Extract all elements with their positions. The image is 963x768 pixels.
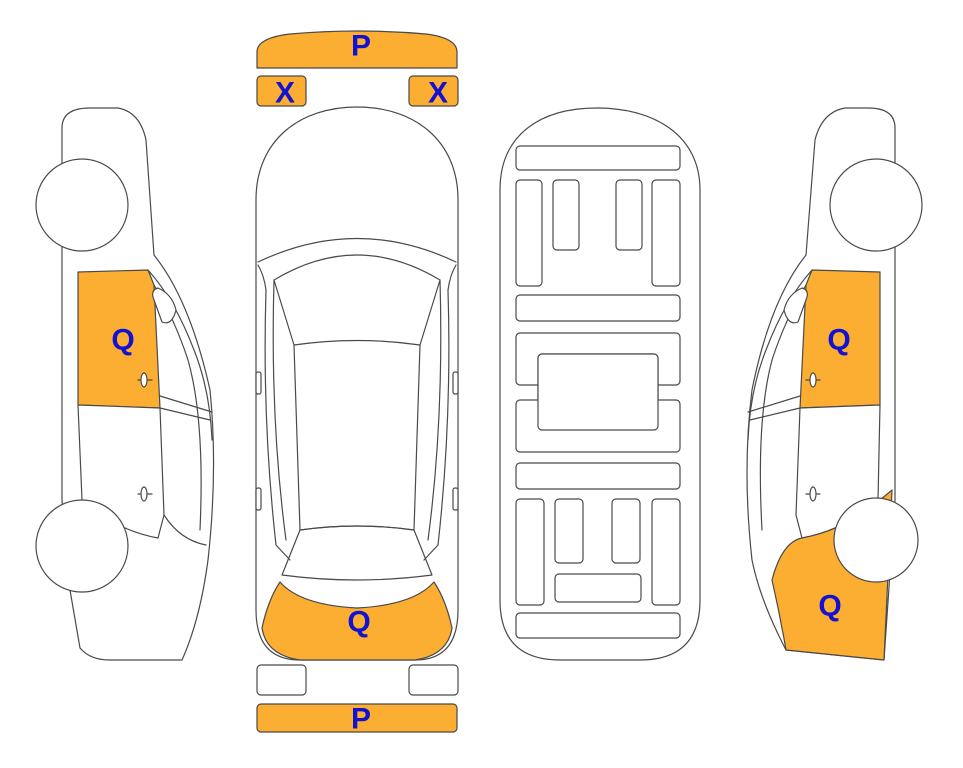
- right-front-wheel[interactable]: [829, 158, 923, 252]
- front-bumper-label: P: [351, 30, 371, 63]
- right-rear-quarter-label: Q: [818, 590, 841, 623]
- headlight-left[interactable]: [256, 75, 307, 107]
- headlight-right[interactable]: [408, 75, 459, 107]
- left-front-wheel[interactable]: [35, 158, 129, 252]
- rear-parts: P: [256, 664, 459, 736]
- left-front-door-label: Q: [111, 324, 134, 357]
- top-rear-panel[interactable]: [261, 581, 453, 661]
- car-left-side-view: Q: [35, 107, 215, 661]
- rear-bumper[interactable]: [256, 703, 458, 733]
- top-rear-panel-label: Q: [347, 606, 370, 639]
- right-door-handle-icon: [805, 372, 821, 502]
- taillight-left[interactable]: [256, 664, 307, 696]
- car-top-view: Q: [255, 106, 459, 661]
- car-underbody-view: [499, 107, 701, 661]
- left-front-door[interactable]: [77, 269, 161, 409]
- left-rear-wheel[interactable]: [35, 499, 129, 593]
- front-bumper[interactable]: [256, 30, 458, 69]
- taillight-right[interactable]: [408, 664, 459, 696]
- right-rear-wheel[interactable]: [833, 497, 919, 583]
- front-parts: P X X: [256, 30, 459, 110]
- car-right-side-view: Q Q: [746, 107, 923, 661]
- headlight-left-label: X: [275, 77, 295, 110]
- left-door-handle-icon: [137, 372, 153, 502]
- right-front-door-label: Q: [827, 324, 850, 357]
- top-body-outline[interactable]: [255, 106, 459, 661]
- right-front-door[interactable]: [799, 269, 881, 409]
- rear-bumper-label: P: [351, 703, 371, 736]
- headlight-right-label: X: [428, 77, 448, 110]
